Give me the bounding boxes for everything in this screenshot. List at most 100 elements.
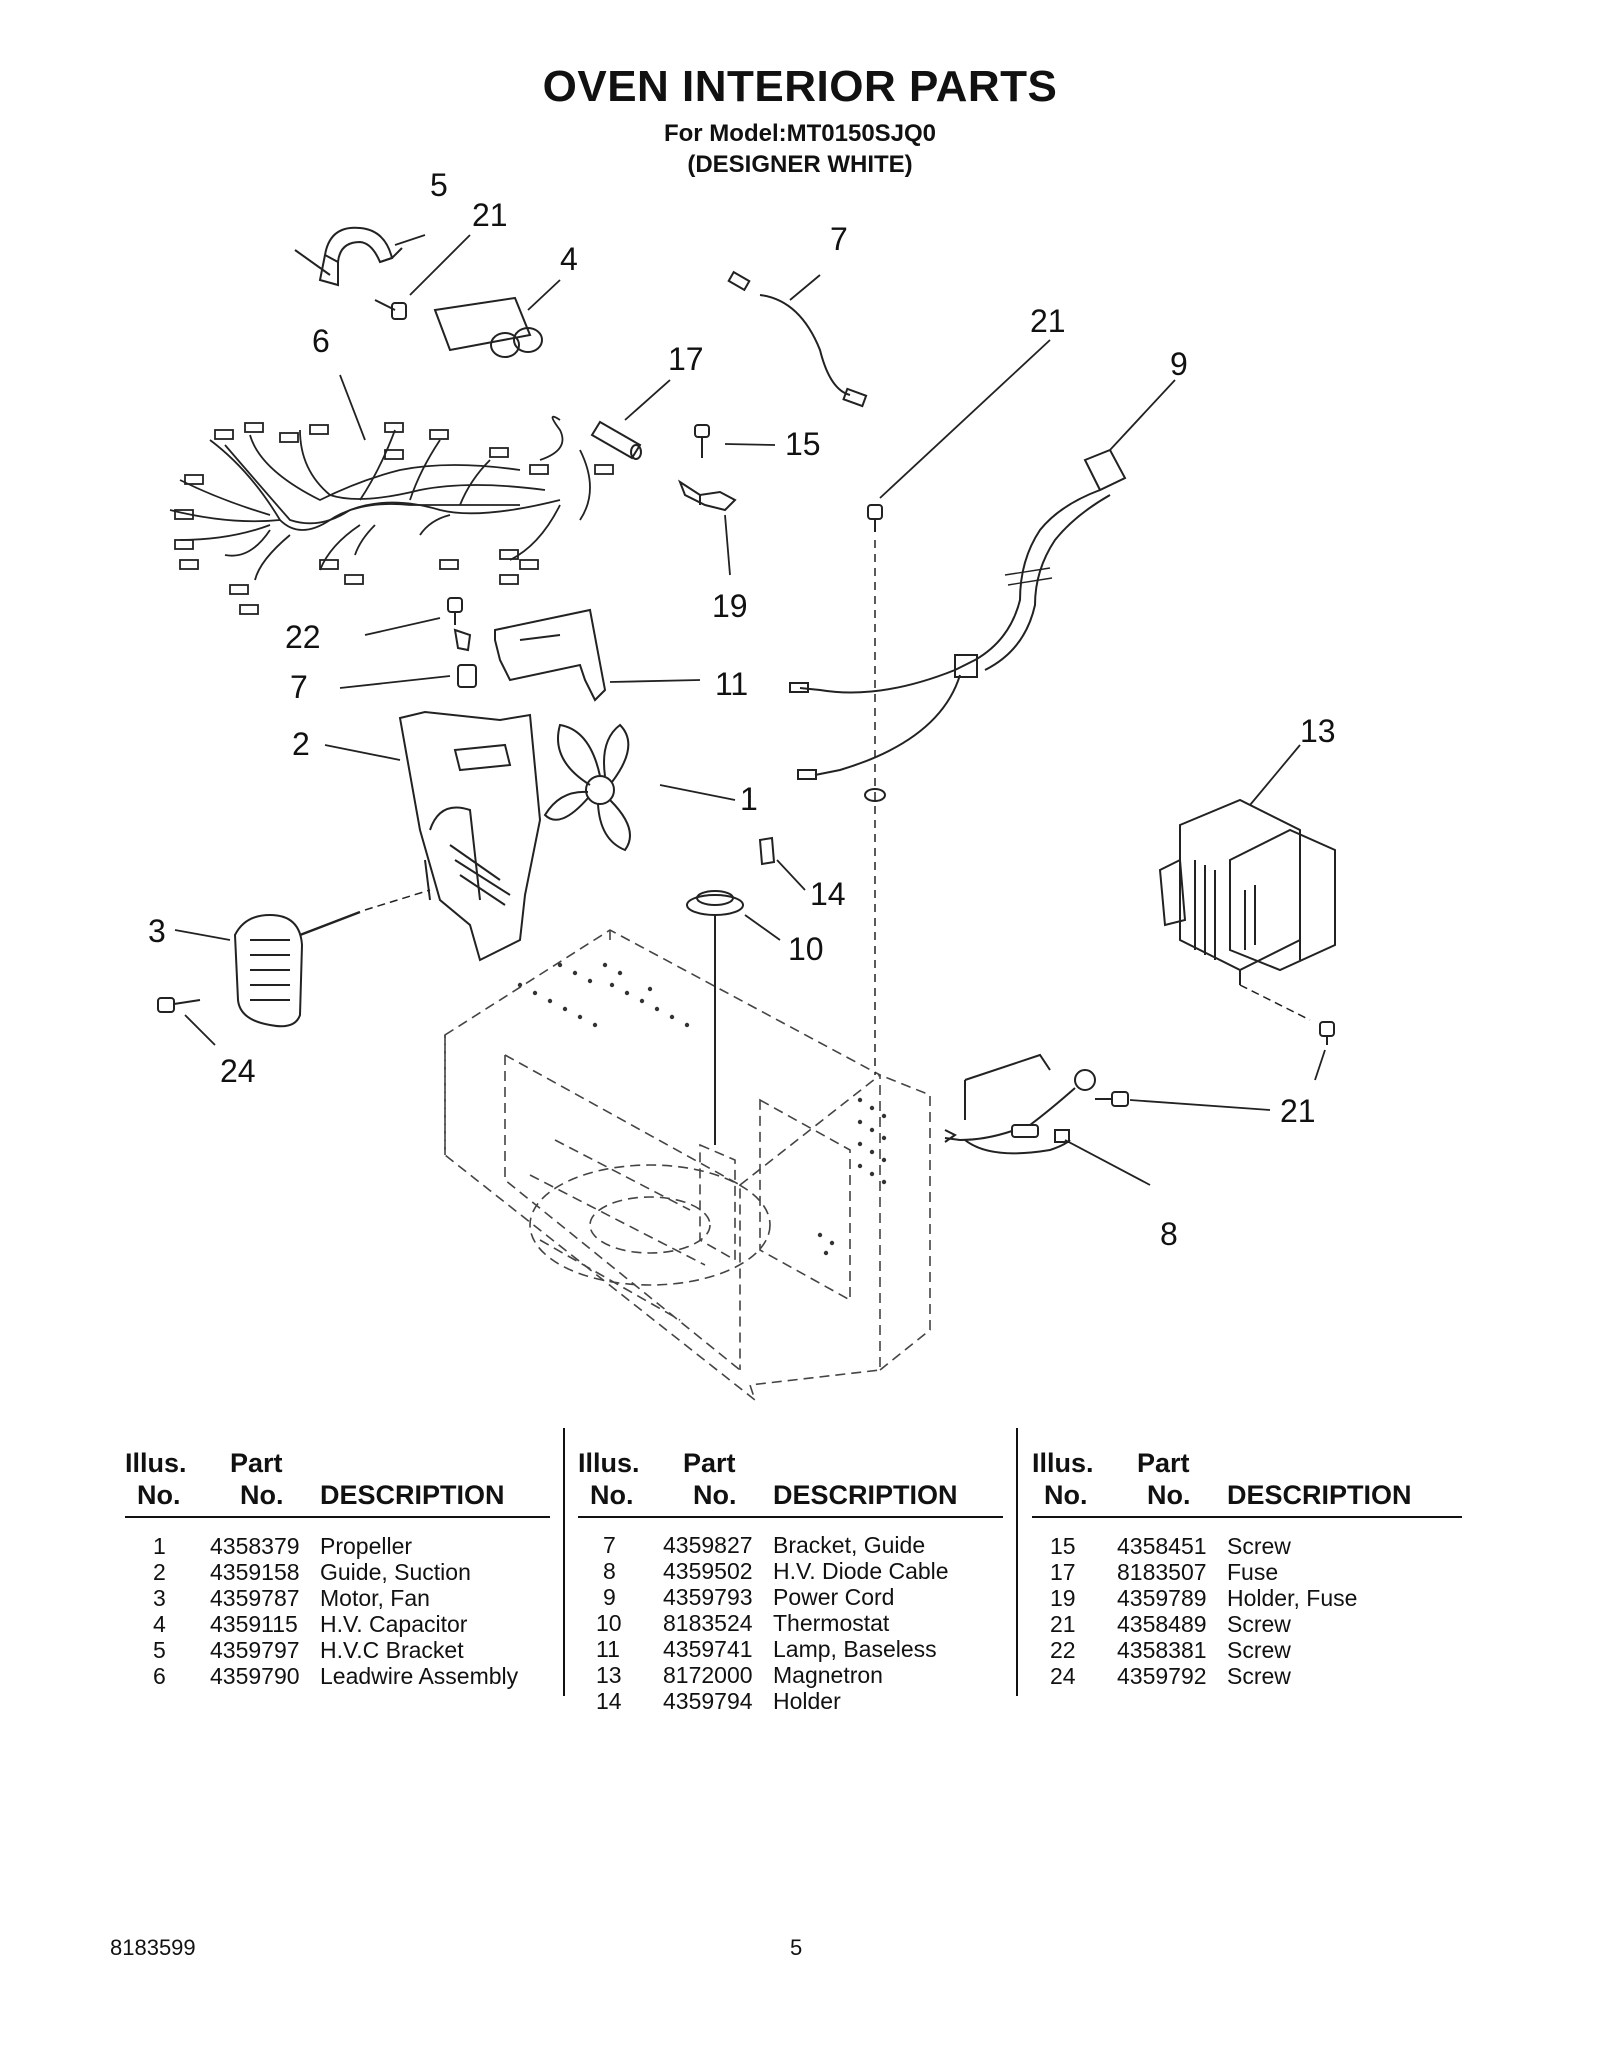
illus-header-top: Illus. [125, 1448, 187, 1478]
hv-capacitor-part [433, 296, 543, 358]
part-description: Screw [1227, 1637, 1291, 1663]
screw-21-vertical [864, 504, 886, 1075]
column-divider [1016, 1428, 1018, 1696]
callout-8: 8 [1160, 1216, 1178, 1252]
description-header: DESCRIPTION [773, 1480, 958, 1510]
part-description: H.V.C Bracket [320, 1637, 464, 1663]
part-description: Holder, Fuse [1227, 1585, 1358, 1611]
callout-22: 22 [285, 619, 321, 655]
screw-21-right [1095, 1021, 1335, 1107]
callout-11: 7 [290, 669, 308, 705]
callout-4: 4 [560, 241, 578, 277]
magnetron-part [1158, 798, 1336, 1021]
callout-9: 9 [1170, 346, 1188, 382]
callout-15: 15 [785, 426, 821, 462]
illus-no: 6 [153, 1663, 166, 1689]
illus-header-bottom: No. [1044, 1480, 1088, 1510]
part-no: 4359794 [663, 1688, 753, 1714]
illus-no: 21 [1050, 1611, 1076, 1637]
part-header-bottom: No. [693, 1480, 737, 1510]
illus-no: 13 [596, 1662, 622, 1688]
part-no: 4359790 [210, 1663, 300, 1689]
illus-no: 22 [1050, 1637, 1076, 1663]
part-no: 4359115 [210, 1611, 298, 1637]
part-no: 4359741 [663, 1636, 753, 1662]
bracket-guide-part [494, 608, 607, 702]
callout-19: 19 [712, 588, 748, 624]
leadwire-assembly-part [169, 415, 614, 615]
part-description: Magnetron [773, 1662, 883, 1688]
part-description: Screw [1227, 1611, 1291, 1637]
fan-motor-part [233, 889, 431, 1028]
color-line: (DESIGNER WHITE) [687, 151, 913, 178]
illus-no: 3 [153, 1585, 166, 1611]
callout-17: 17 [668, 341, 704, 377]
illus-no: 14 [596, 1688, 622, 1714]
part-no: 4358381 [1117, 1637, 1207, 1663]
part-no: 4359502 [663, 1558, 753, 1584]
header-rule [125, 1516, 550, 1518]
vent-grille-dots [517, 962, 887, 1256]
fuse-part [590, 420, 642, 460]
illus-no: 4 [153, 1611, 166, 1637]
callout-7-b: 11 [715, 666, 748, 702]
callout-13: 13 [1300, 713, 1336, 749]
part-no: 8183524 [663, 1610, 753, 1636]
illus-no: 7 [603, 1532, 616, 1558]
part-no: 8172000 [663, 1662, 753, 1688]
part-description: Screw [1227, 1533, 1291, 1559]
part-description: H.V. Diode Cable [773, 1558, 949, 1584]
part-description: H.V. Capacitor [320, 1611, 468, 1637]
illus-no: 11 [596, 1636, 620, 1662]
part-no: 4358451 [1117, 1533, 1207, 1559]
screw-15-part [694, 424, 710, 458]
part-no: 4359158 [210, 1559, 300, 1585]
power-cord-part [789, 448, 1127, 780]
leader-lines [174, 234, 1326, 1186]
part-description: Holder [773, 1688, 841, 1714]
description-header: DESCRIPTION [320, 1480, 505, 1510]
suction-guide-part [398, 710, 542, 962]
part-description: Thermostat [773, 1610, 890, 1636]
part-header-top: Part [683, 1448, 736, 1478]
part-description: Propeller [320, 1533, 413, 1559]
part-no: 4358379 [210, 1533, 300, 1559]
part-description: Lamp, Baseless [773, 1636, 937, 1662]
part-header-top: Part [1137, 1448, 1190, 1478]
part-description: Power Cord [773, 1584, 895, 1610]
screw-21-top [374, 299, 407, 320]
illus-header-bottom: No. [137, 1480, 181, 1510]
part-description: Motor, Fan [320, 1585, 430, 1611]
part-description: Screw [1227, 1663, 1291, 1689]
document-number: 8183599 [110, 1935, 196, 1960]
lamp-part [453, 628, 477, 688]
hvc-bracket-part [294, 226, 403, 287]
illus-no: 15 [1050, 1533, 1076, 1559]
part-description: Fuse [1227, 1559, 1279, 1585]
callout-10: 10 [788, 931, 824, 967]
column-divider [563, 1428, 565, 1696]
callout-14: 14 [810, 876, 846, 912]
part-no: 4359827 [663, 1532, 753, 1558]
fuse-holder-part [677, 479, 737, 512]
screw-24-part [157, 997, 201, 1013]
callout-6: 6 [312, 323, 330, 359]
model-line: For Model:MT0150SJQ0 [663, 120, 937, 147]
propeller-part [543, 723, 631, 852]
description-header: DESCRIPTION [1227, 1480, 1412, 1510]
part-no: 4359797 [210, 1637, 300, 1663]
part-no: 4359792 [1117, 1663, 1207, 1689]
callout-1: 1 [740, 781, 758, 817]
part-header-top: Part [230, 1448, 283, 1478]
illus-no: 2 [153, 1559, 166, 1585]
part-no: 4359789 [1117, 1585, 1207, 1611]
illus-no: 24 [1050, 1663, 1076, 1689]
hv-diode-cable-part [944, 1053, 1096, 1155]
illus-no: 5 [153, 1637, 166, 1663]
illus-no: 8 [603, 1558, 616, 1584]
oven-cavity-outline [444, 929, 931, 1403]
part-description: Bracket, Guide [773, 1532, 926, 1558]
callout-5: 5 [430, 167, 448, 203]
part-no: 4358489 [1117, 1611, 1207, 1637]
illus-no: 9 [603, 1584, 616, 1610]
